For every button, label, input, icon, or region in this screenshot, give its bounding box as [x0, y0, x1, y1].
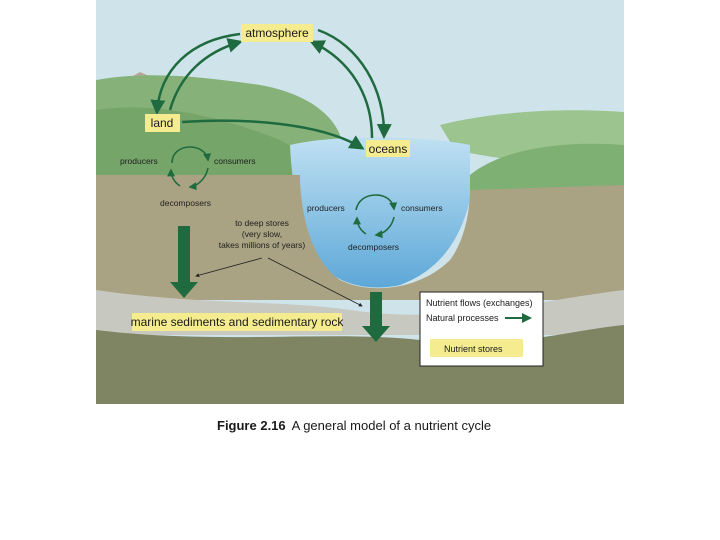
ocean-down-arrow	[362, 292, 390, 342]
legend-processes: Natural processes	[426, 313, 499, 323]
land-cycle-arrows	[167, 146, 212, 191]
store-land: land	[145, 114, 180, 132]
ocean-producers-label: producers	[307, 203, 345, 213]
right-hills	[470, 143, 624, 195]
land-producers-label: producers	[120, 156, 158, 166]
ocean-water	[290, 137, 470, 288]
legend-stores: Nutrient stores	[444, 344, 503, 354]
legend-store-swatch	[430, 339, 523, 357]
svg-text:(very slow,: (very slow,	[242, 229, 282, 239]
land-decomposers-label: decomposers	[160, 198, 211, 208]
arrow-oceans-to-atmosphere	[309, 40, 374, 139]
store-sediments: marine sediments and sedimentary rock	[131, 313, 345, 331]
ocean-consumers-label: consumers	[401, 203, 443, 213]
arrow-land-to-atmosphere	[168, 38, 243, 111]
legend: Nutrient flows (exchanges) Natural proce…	[419, 291, 544, 367]
ocean-cycle-arrows	[353, 194, 398, 239]
svg-text:to deep stores: to deep stores	[235, 218, 289, 228]
figure-number: Figure 2.16	[217, 418, 286, 433]
sediments-label: marine sediments and sedimentary rock	[131, 315, 345, 329]
arrow-atmosphere-to-land	[150, 32, 241, 115]
land-down-arrow	[170, 226, 198, 298]
rock-layer	[96, 325, 624, 404]
oceans-label: oceans	[369, 142, 408, 156]
land-consumers-label: consumers	[214, 156, 256, 166]
store-atmosphere: atmosphere	[241, 24, 313, 42]
atmosphere-label: atmosphere	[245, 26, 309, 40]
figure-title: A general model of a nutrient cycle	[291, 418, 492, 433]
arrow-atmosphere-to-oceans	[317, 28, 392, 139]
legend-flows: Nutrient flows (exchanges)	[426, 298, 533, 308]
arrow-land-to-oceans	[181, 119, 365, 150]
nutrient-flow-arrows	[150, 28, 392, 150]
deep-store-pointers	[195, 257, 363, 307]
store-oceans: oceans	[366, 140, 410, 157]
ground-upper	[96, 175, 624, 300]
figure-caption: Figure 2.16 A general model of a nutrient…	[217, 418, 491, 433]
svg-text:takes millions of years): takes millions of years)	[219, 240, 306, 250]
land-label: land	[151, 116, 174, 130]
ocean-decomposers-label: decomposers	[348, 242, 399, 252]
deep-store-arrows	[170, 226, 390, 342]
deep-stores-note: to deep stores (very slow, takes million…	[219, 218, 306, 250]
